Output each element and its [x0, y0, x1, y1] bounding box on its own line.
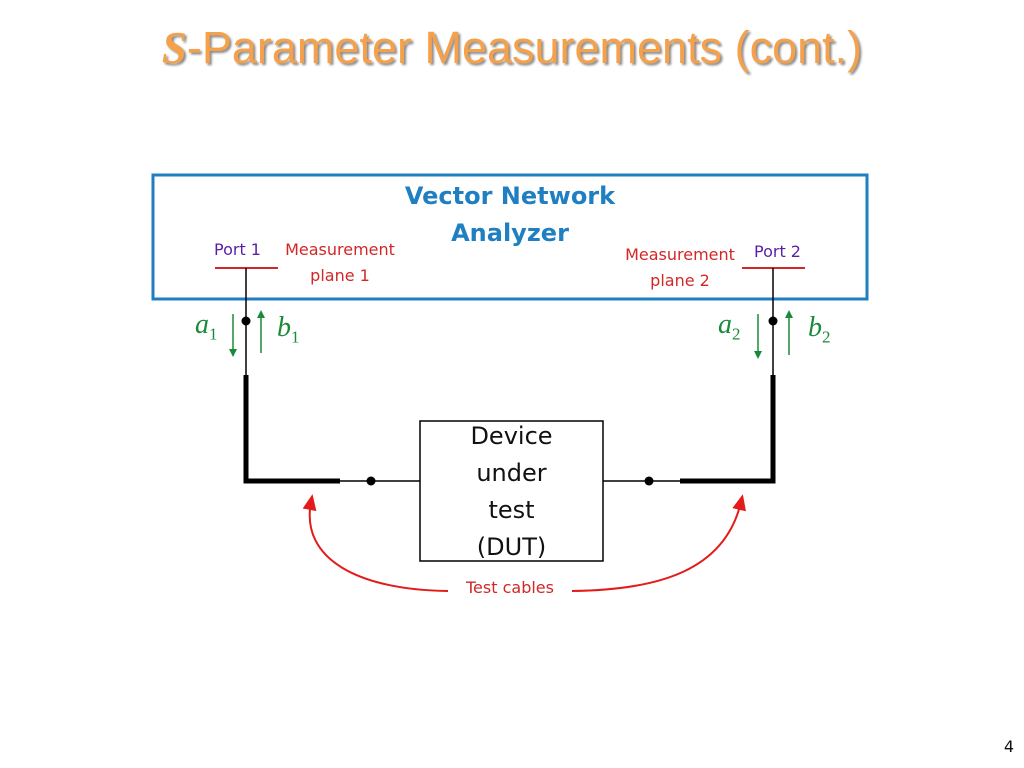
wave-a2-letter: a	[718, 309, 732, 340]
wave-b2-sub: 2	[822, 327, 831, 347]
dut-label-line4: (DUT)	[476, 533, 547, 561]
measurement-plane-1-line2: plane 1	[310, 266, 370, 285]
connector-node-2	[644, 476, 654, 486]
dut-label-line3: test	[488, 496, 535, 524]
dut-label-line1: Device	[470, 422, 553, 450]
title-text: -Parameter Measurements (cont.)	[186, 22, 863, 73]
dut-label: Device under test (DUT)	[420, 418, 603, 566]
wave-b1-sub: 1	[291, 327, 300, 347]
page-number: 4	[1003, 737, 1014, 756]
analyzer-title-line2: Analyzer	[451, 219, 569, 247]
connector-node-1	[366, 476, 376, 486]
analyzer-box	[151, 173, 869, 301]
wave-b1-letter: b	[277, 312, 291, 343]
wave-a2-sub: 2	[732, 324, 741, 344]
measurement-plane-2-line2: plane 2	[650, 271, 710, 290]
measurement-plane-1-line1: Measurement	[285, 240, 395, 259]
wave-a1-label: a1	[195, 309, 218, 345]
measurement-plane-2-line1: Measurement	[625, 245, 735, 264]
wave-a1-sub: 1	[209, 324, 218, 344]
analyzer-title-line1: Vector Network	[404, 182, 616, 210]
cable-arrow-right	[571, 494, 746, 592]
measurement-plane-1-label: Measurement plane 1	[279, 237, 401, 289]
wave-b2-label: b2	[808, 312, 831, 348]
title-s-symbol: S	[161, 23, 187, 73]
dut-box	[419, 420, 604, 562]
measurement-plane-2-label: Measurement plane 2	[619, 242, 741, 294]
wave-a2-label: a2	[718, 309, 741, 345]
wave-b2-letter: b	[808, 312, 822, 343]
port2-node	[768, 316, 778, 326]
port1-node	[241, 316, 251, 326]
wave-a1-letter: a	[195, 309, 209, 340]
port1-label: Port 1	[214, 240, 261, 259]
test-cable-2	[680, 375, 776, 484]
slide-title: S-Parameter Measurements (cont.)	[0, 22, 1024, 74]
analyzer-title: Vector Network Analyzer	[360, 178, 660, 252]
test-cables-label: Test cables	[466, 578, 554, 597]
cable-arrow-left	[302, 494, 449, 592]
dut-label-line2: under	[476, 459, 547, 487]
port2-label: Port 2	[754, 242, 801, 261]
test-cable-1	[243, 375, 340, 484]
wave-b1-label: b1	[277, 312, 300, 348]
